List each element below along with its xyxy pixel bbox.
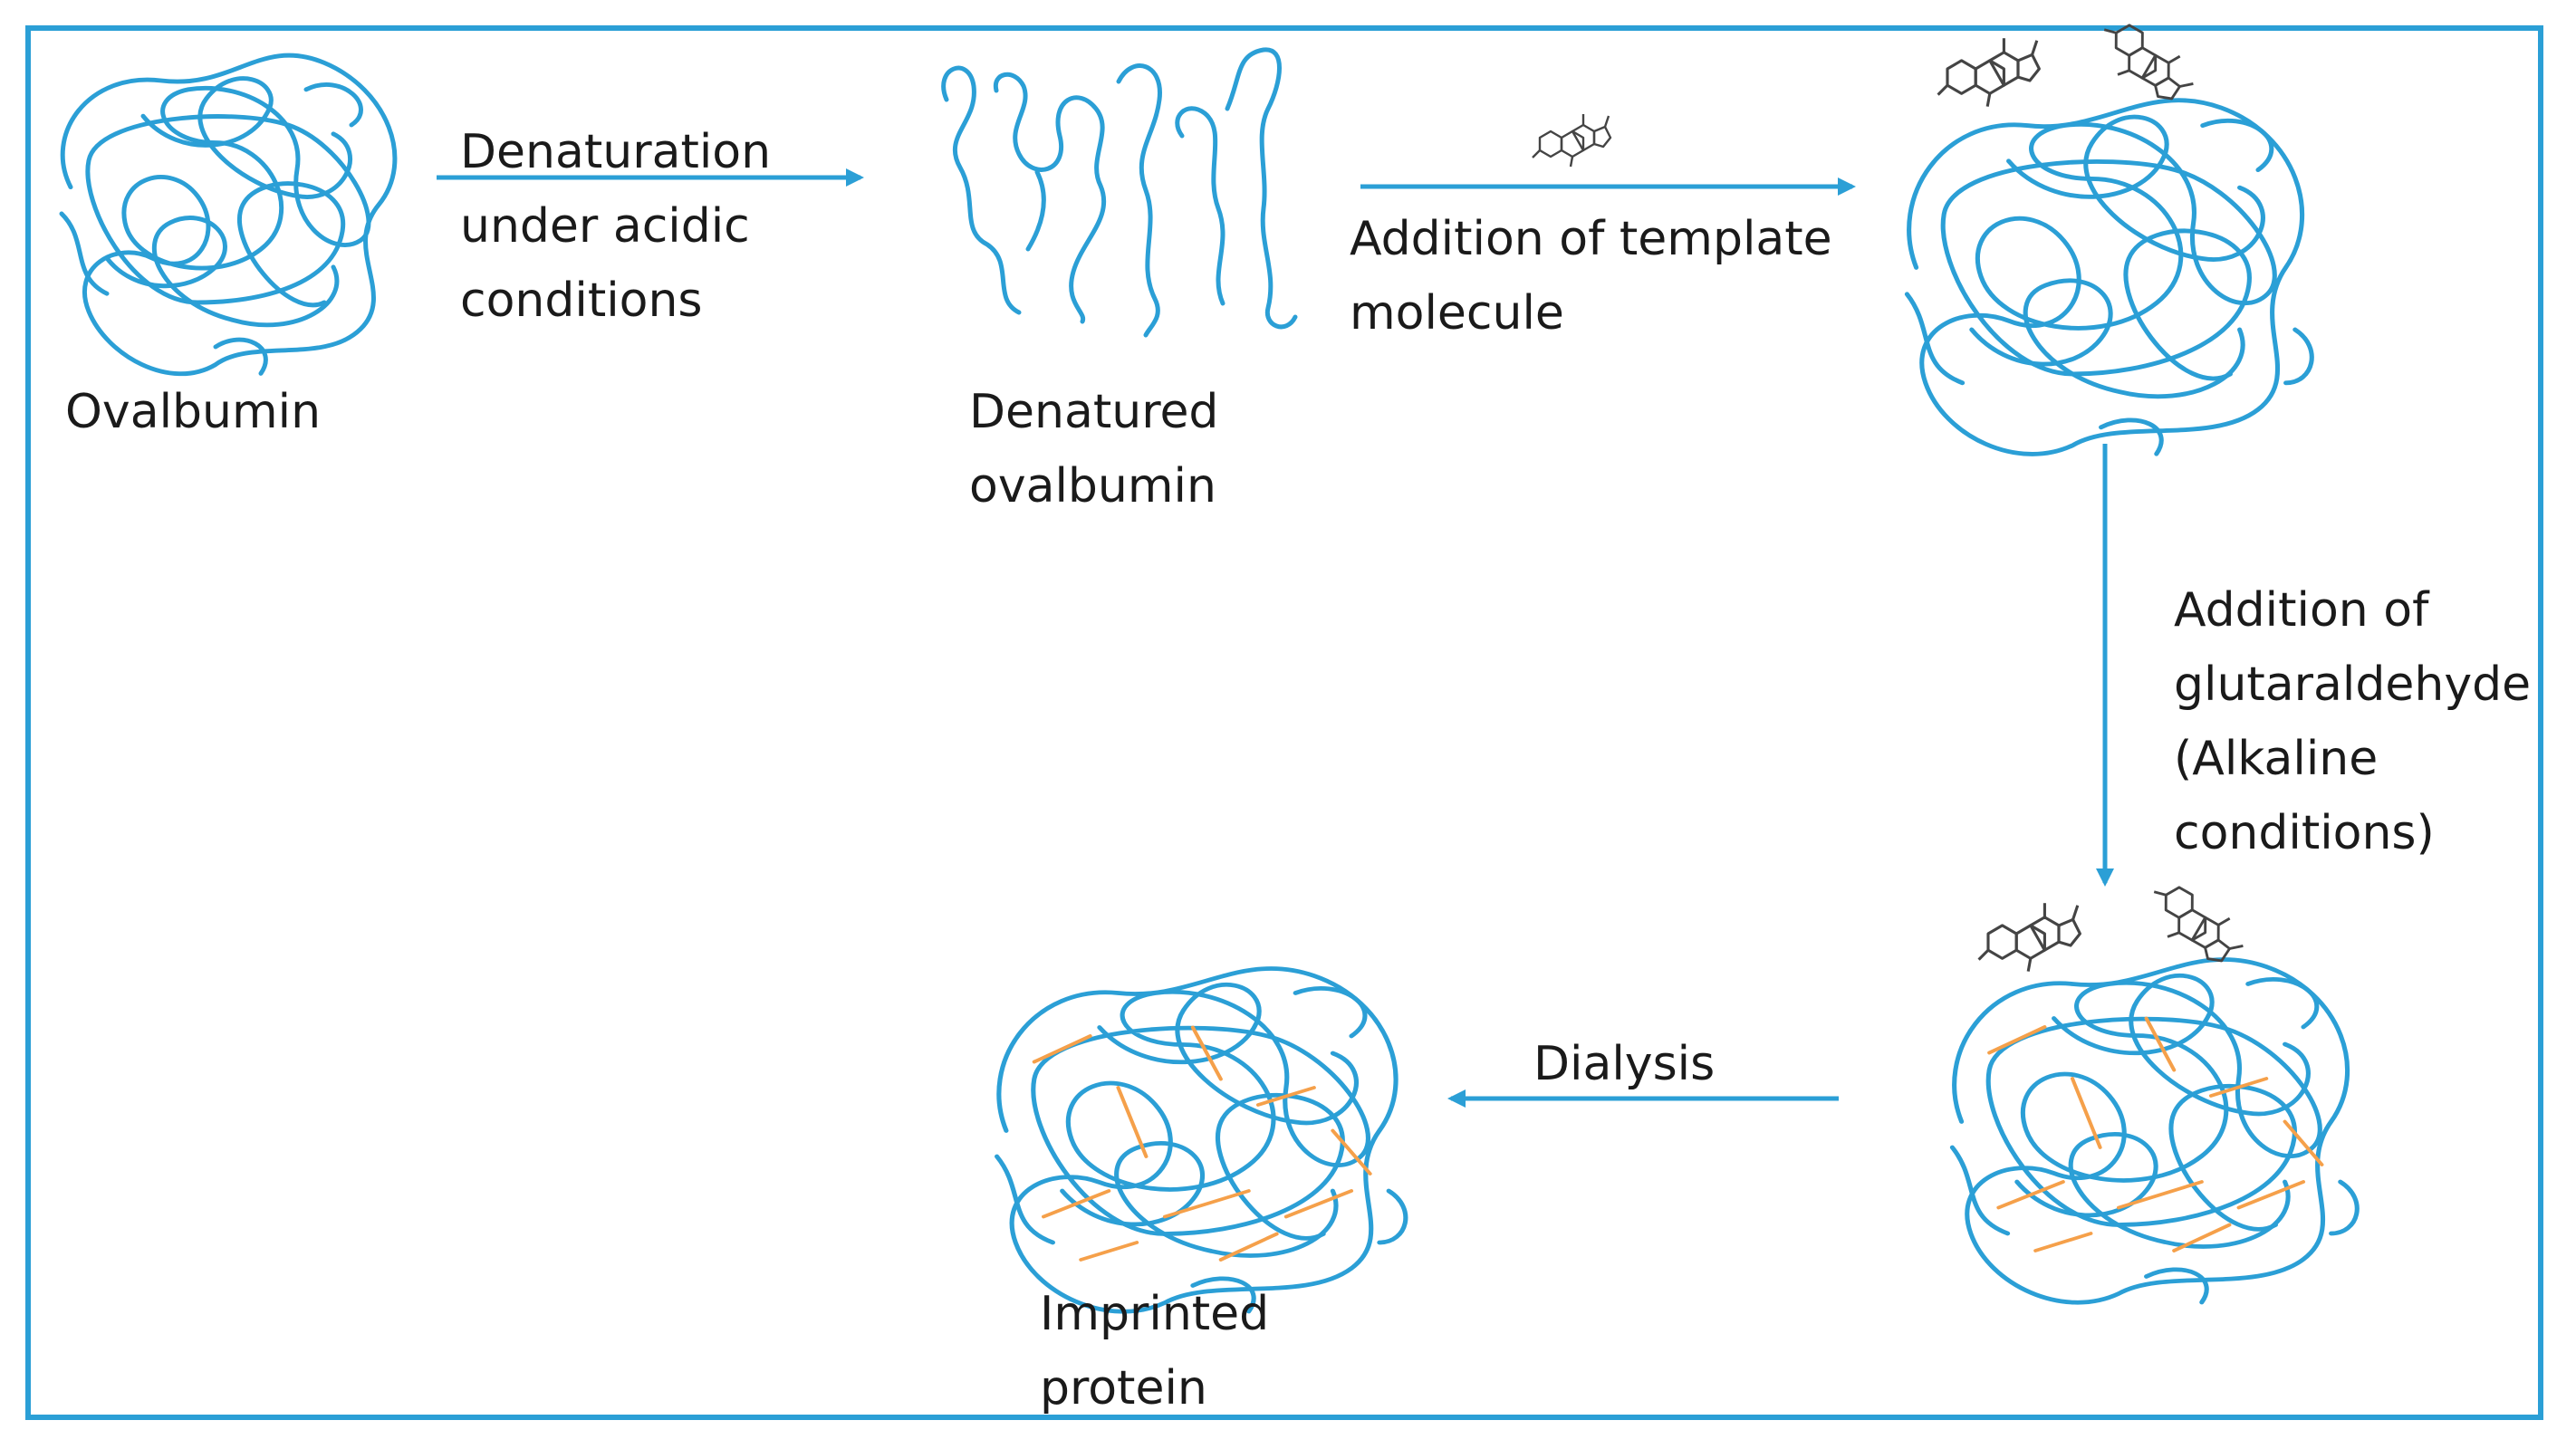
denatured-ovalbumin-label: Denatured ovalbumin <box>969 385 1219 513</box>
templated-protein-icon <box>1907 2 2312 454</box>
diagram-frame <box>25 25 2543 1420</box>
protein-coil-icon <box>62 55 395 374</box>
dialysis-label: Dialysis <box>1533 1037 1716 1091</box>
crosslinked-template-protein-icon <box>1952 864 2357 1302</box>
imprinted-protein-label: Imprinted protein <box>1040 1287 1270 1415</box>
ovalbumin-label: Ovalbumin <box>65 385 322 439</box>
imprinted-protein-icon <box>997 968 1406 1311</box>
template-label: Addition of template molecule <box>1350 212 1832 341</box>
denaturation-label: Denaturation under acidic conditions <box>460 125 772 328</box>
unfolded-chain-icon <box>941 47 1298 338</box>
template-molecule-icon <box>1531 112 1612 168</box>
glutaraldehyde-label: Addition of glutaraldehyde (Alkaline con… <box>2174 583 2532 860</box>
